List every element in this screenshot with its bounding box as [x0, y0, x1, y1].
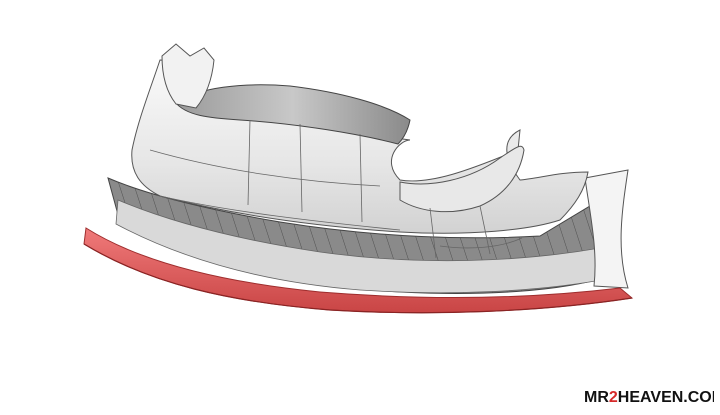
right-winglet: [584, 169, 629, 289]
front-lip-red-edge: [83, 243, 633, 314]
left-mount-bracket: [161, 43, 215, 109]
right-wheel-arch-edge: [399, 145, 525, 213]
site-watermark: MR2HEAVEN.COM: [584, 384, 720, 408]
panel-lines: [149, 119, 523, 259]
svg-text:MR2HEAVEN.COM: MR2HEAVEN.COM: [584, 389, 714, 406]
bumper-top-panel: [174, 84, 411, 145]
watermark-suffix: HEAVEN.COM: [618, 389, 714, 406]
watermark-accent: 2: [609, 389, 618, 406]
watermark-prefix: MR: [584, 389, 609, 406]
